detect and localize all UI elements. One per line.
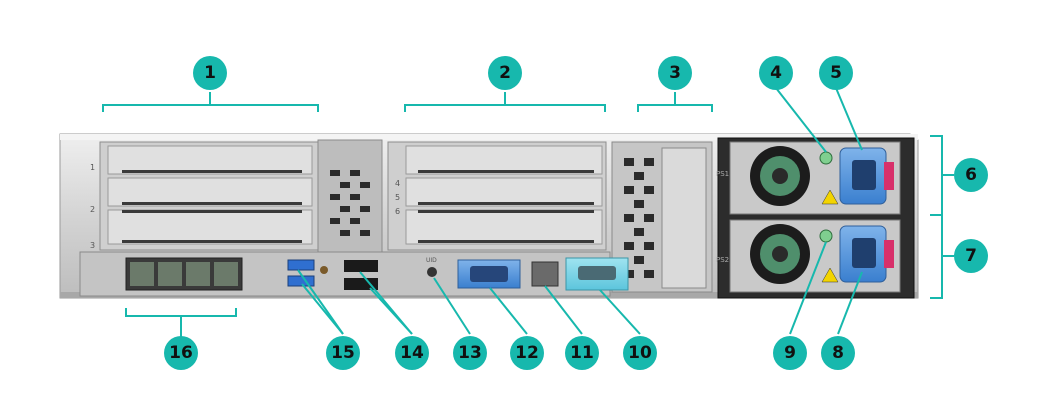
psu-2-status-led	[819, 229, 833, 243]
rj45-port-icon[interactable]	[130, 262, 154, 286]
psu-1-status-led	[819, 151, 833, 165]
psu-label-2: PS2	[716, 256, 729, 264]
usb-port-icon[interactable]	[287, 275, 315, 287]
pcie-slot-4[interactable]	[405, 145, 603, 175]
slot-label-2: 2	[90, 205, 95, 214]
callout-16: 16	[164, 336, 198, 370]
callout-leaders	[297, 87, 863, 335]
slot-label-5: 5	[395, 193, 400, 202]
network-ports	[125, 257, 243, 291]
uid-button-icon[interactable]	[427, 267, 437, 277]
callout-14: 14	[395, 336, 429, 370]
callout-13: 13	[453, 336, 487, 370]
rj45-port-icon[interactable]	[214, 262, 238, 286]
locator-button[interactable]	[320, 266, 328, 274]
callout-4: 4	[759, 56, 793, 90]
pcie-slot-3[interactable]	[107, 209, 313, 245]
pcie-cage-1: 1 2 3	[90, 141, 319, 251]
pcie-slot-6[interactable]	[405, 209, 603, 245]
pcie-cage-2: 4 5 6	[387, 141, 607, 251]
psu-2-release-latch[interactable]	[884, 240, 894, 268]
vent-block	[317, 139, 383, 257]
callout-8: 8	[821, 336, 855, 370]
callout-1: 1	[193, 56, 227, 90]
slot-label-6: 6	[395, 207, 400, 216]
pcie-slot-1[interactable]	[107, 145, 313, 175]
usb-port-icon[interactable]	[344, 260, 378, 272]
callout-3: 3	[658, 56, 692, 90]
slot-label-3: 3	[90, 241, 95, 250]
slot-label-4: 4	[395, 179, 400, 188]
callout-6: 6	[954, 158, 988, 192]
slot-label-1: 1	[90, 163, 95, 172]
psu-label-1: PS1	[716, 170, 729, 178]
warning-icon	[821, 267, 839, 283]
rj45-port-icon[interactable]	[531, 261, 559, 287]
callout-7: 7	[954, 239, 988, 273]
callout-10: 10	[623, 336, 657, 370]
callout-11: 11	[565, 336, 599, 370]
callout-12: 12	[510, 336, 544, 370]
pcie-slot-2[interactable]	[107, 177, 313, 207]
psu-bay: PS1 PS2	[716, 137, 915, 299]
callout-5: 5	[819, 56, 853, 90]
callout-9: 9	[773, 336, 807, 370]
flexible-lom-cage	[611, 141, 713, 293]
warning-icon	[821, 189, 839, 205]
rj45-port-icon[interactable]	[186, 262, 210, 286]
callout-2: 2	[488, 56, 522, 90]
usb-port-icon[interactable]	[287, 259, 315, 271]
psu-1-release-latch[interactable]	[884, 162, 894, 190]
callout-15: 15	[326, 336, 360, 370]
rj45-port-icon[interactable]	[158, 262, 182, 286]
usb-port-icon[interactable]	[344, 278, 378, 290]
io-strip: UID	[79, 251, 629, 297]
callout-brackets	[102, 92, 954, 338]
pcie-slot-5[interactable]	[405, 177, 603, 207]
uid-label: UID	[426, 257, 437, 264]
